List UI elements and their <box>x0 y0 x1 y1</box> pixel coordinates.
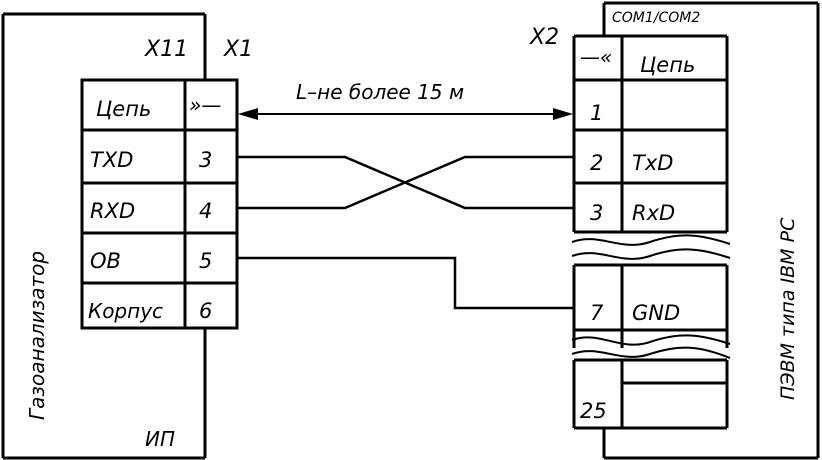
right-header-cell: Цепь <box>640 53 695 77</box>
right-pin-3: 3 <box>590 201 603 225</box>
left-pin-3: 3 <box>199 148 212 172</box>
left-pin-5: 5 <box>199 249 212 273</box>
left-device-name: Газоанализатор <box>25 251 49 420</box>
connector-label-x2: X2 <box>529 25 559 50</box>
table-break-lines <box>571 234 731 359</box>
left-header-cell: Цепь <box>96 97 151 121</box>
wire-rxd <box>237 155 574 210</box>
left-device-outline <box>1 12 207 460</box>
left-signal-txd: TXD <box>90 148 133 172</box>
right-pin-7: 7 <box>590 301 604 325</box>
right-signal-rxd: RxD <box>632 201 675 225</box>
right-signal-gnd: GND <box>632 301 680 325</box>
wires <box>237 155 574 310</box>
right-pin-1: 1 <box>590 101 603 125</box>
left-pin-6: 6 <box>199 299 212 323</box>
dimension-arrow-left <box>238 108 258 120</box>
power-label: ИП <box>145 427 175 451</box>
right-pin-25: 25 <box>580 399 607 423</box>
cable-length-label: L–не более 15 м <box>296 80 464 104</box>
left-signal-housing: Корпус <box>88 299 163 323</box>
right-header-symbol: —« <box>580 45 612 69</box>
wire-ground <box>237 256 574 310</box>
connector-label-x1: X1 <box>223 37 253 62</box>
length-dimension <box>236 100 575 130</box>
right-device-outline <box>602 1 820 460</box>
left-header-symbol: »— <box>189 93 221 117</box>
dimension-arrow-right <box>553 108 573 120</box>
port-label: COM1/COM2 <box>612 10 700 26</box>
left-pin-4: 4 <box>199 199 212 223</box>
connector-label-x11: X11 <box>144 37 188 62</box>
right-pin-2: 2 <box>590 151 603 175</box>
left-signal-ob: OB <box>90 249 121 273</box>
right-connector-table <box>572 34 729 430</box>
right-signal-txd: TxD <box>632 151 673 175</box>
left-connector-table <box>80 78 239 330</box>
left-signal-rxd: RXD <box>90 199 135 223</box>
right-device-name: ПЭВМ типа IBM PC <box>777 217 799 400</box>
